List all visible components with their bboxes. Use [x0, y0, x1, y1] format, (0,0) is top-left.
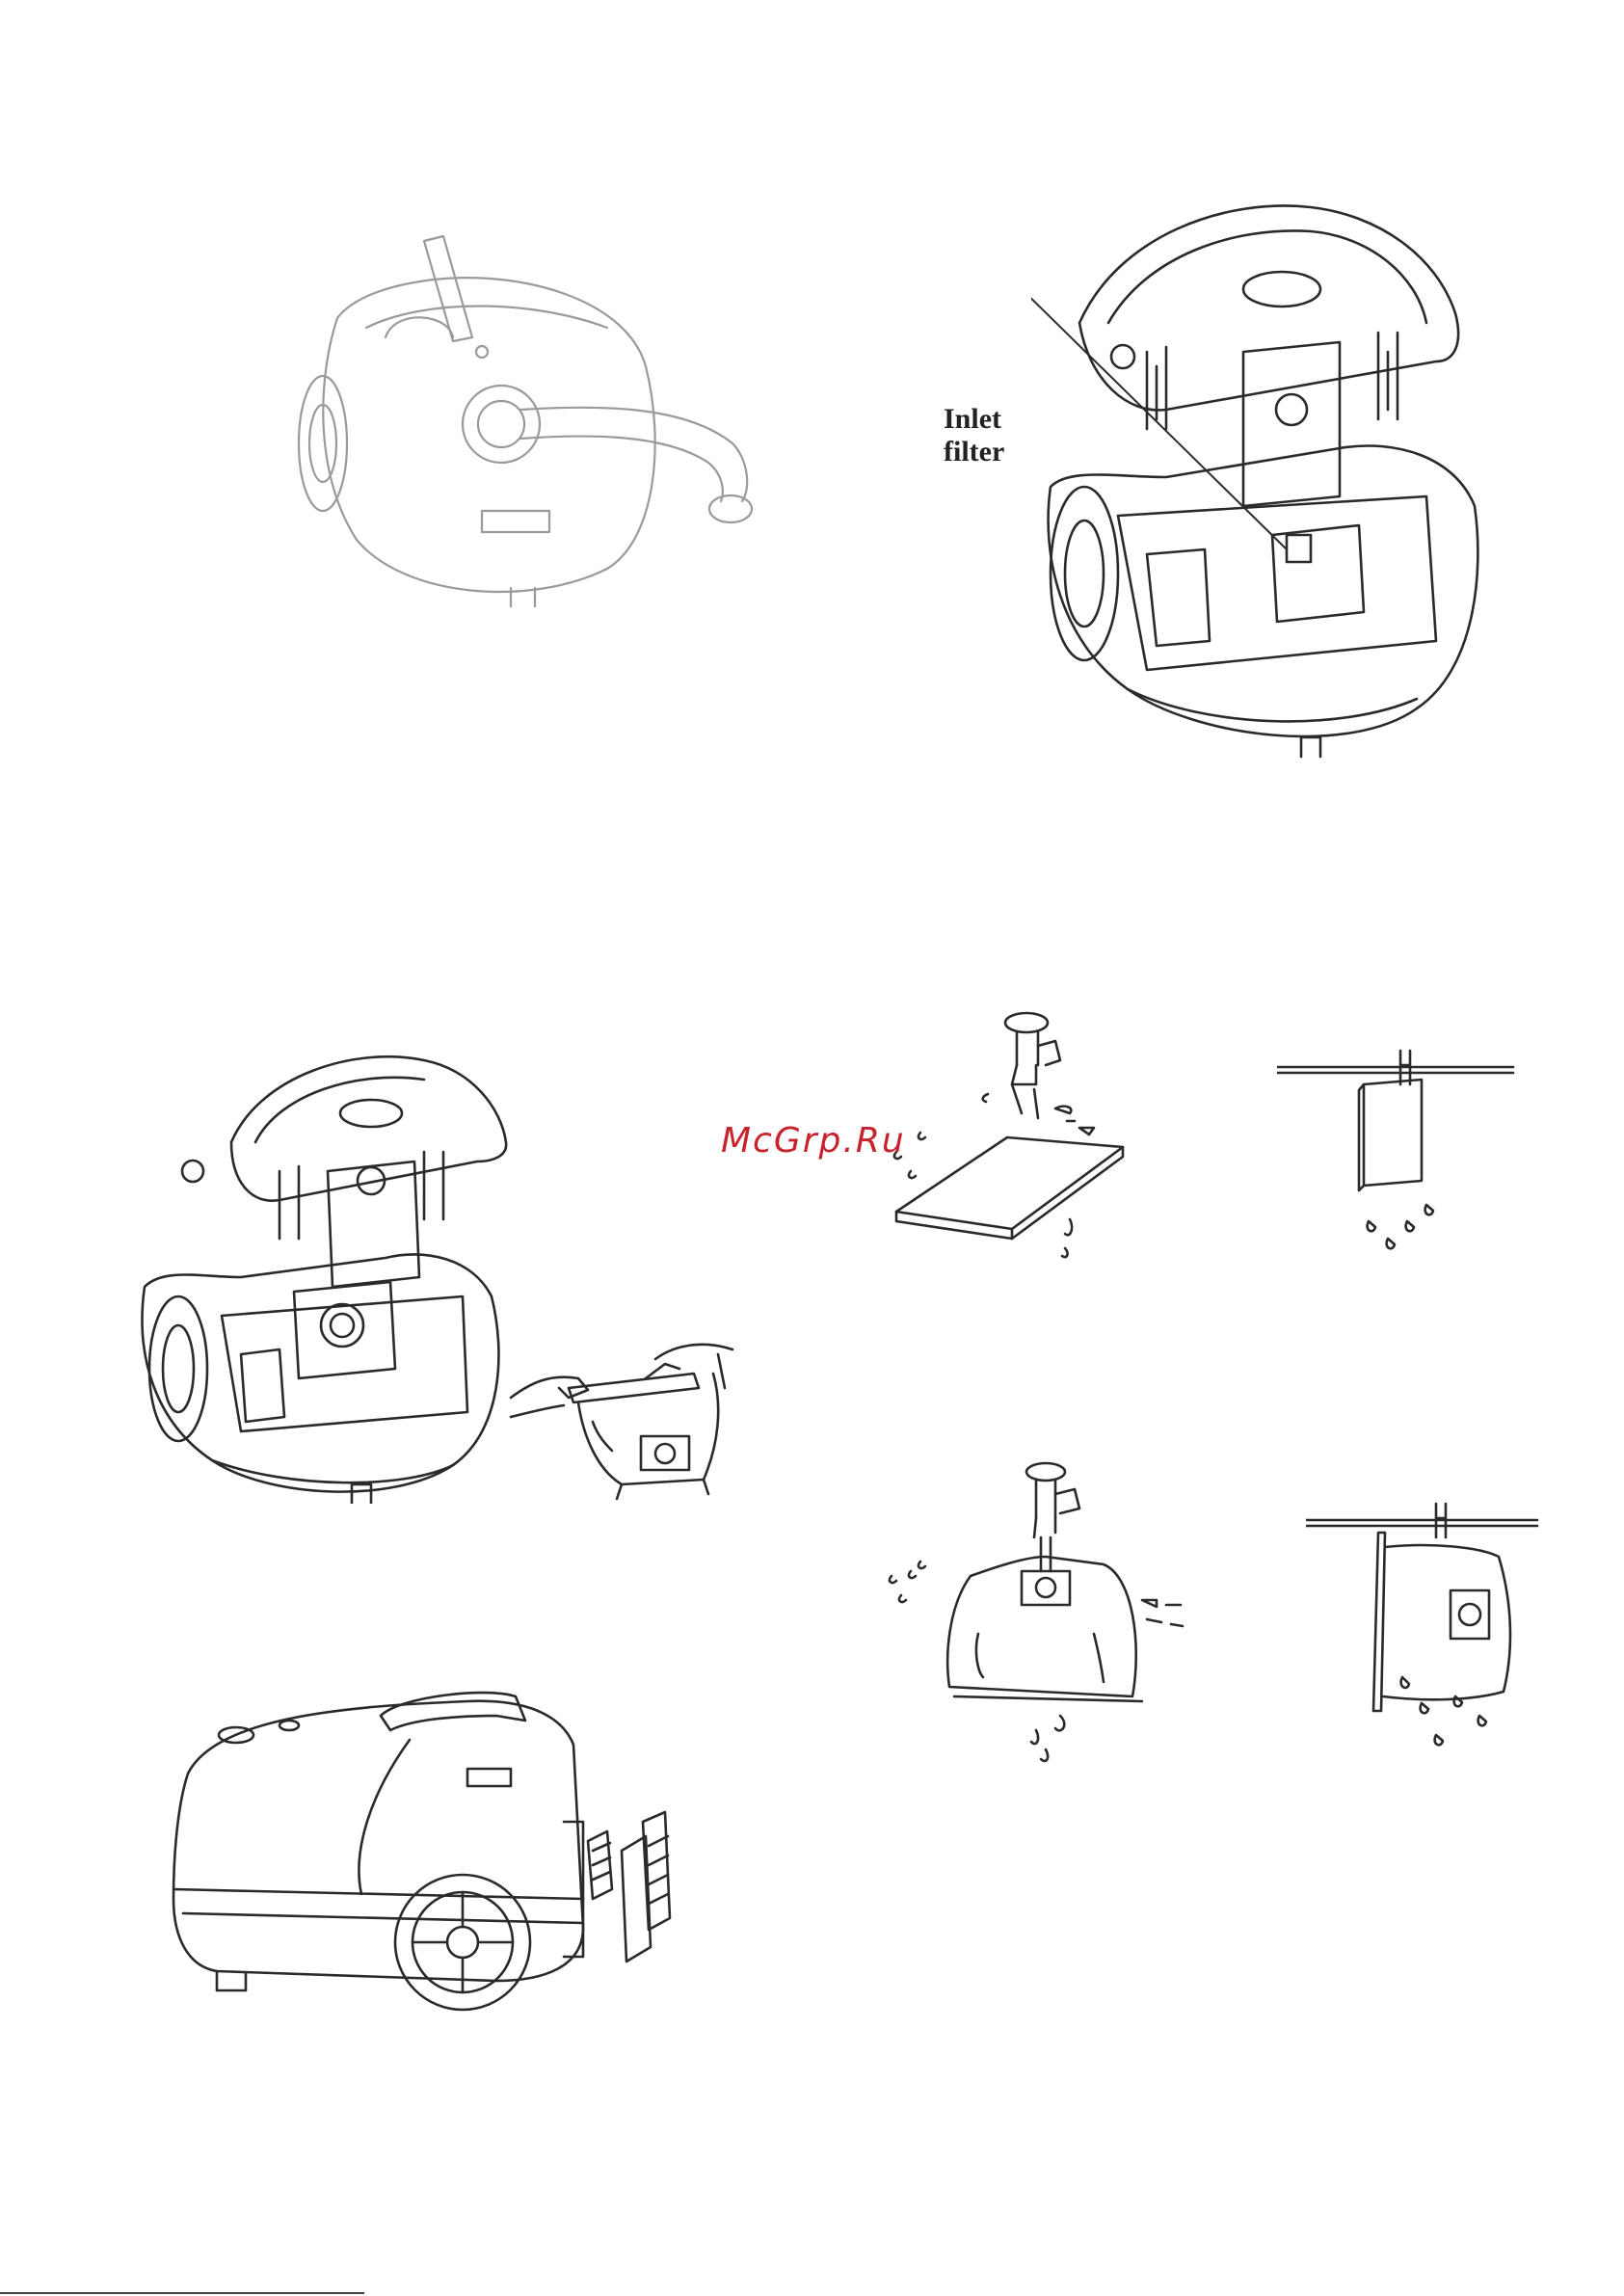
figure-vacuum-exhaust-filter — [159, 1677, 694, 2024]
callout-line-1: Inlet — [944, 403, 1004, 436]
figure-dry-bag-line — [1306, 1499, 1542, 1778]
bottom-rule — [0, 2292, 364, 2294]
callout-line-2: filter — [944, 436, 1004, 468]
figure-dustbag-removal-hands — [501, 1330, 742, 1523]
figure-vacuum-with-hose — [280, 222, 771, 607]
watermark: McGrp.Ru — [721, 1121, 906, 1161]
figure-vacuum-open-dustbag — [135, 1036, 520, 1504]
figure-dry-filter-line — [1277, 1046, 1518, 1268]
figure-wash-filter-tap — [882, 1007, 1132, 1268]
figure-vacuum-open-inlet-filter — [1031, 188, 1504, 766]
figure-wash-bag-tap — [882, 1460, 1200, 1769]
inlet-filter-callout: Inlet filter — [944, 403, 1004, 468]
